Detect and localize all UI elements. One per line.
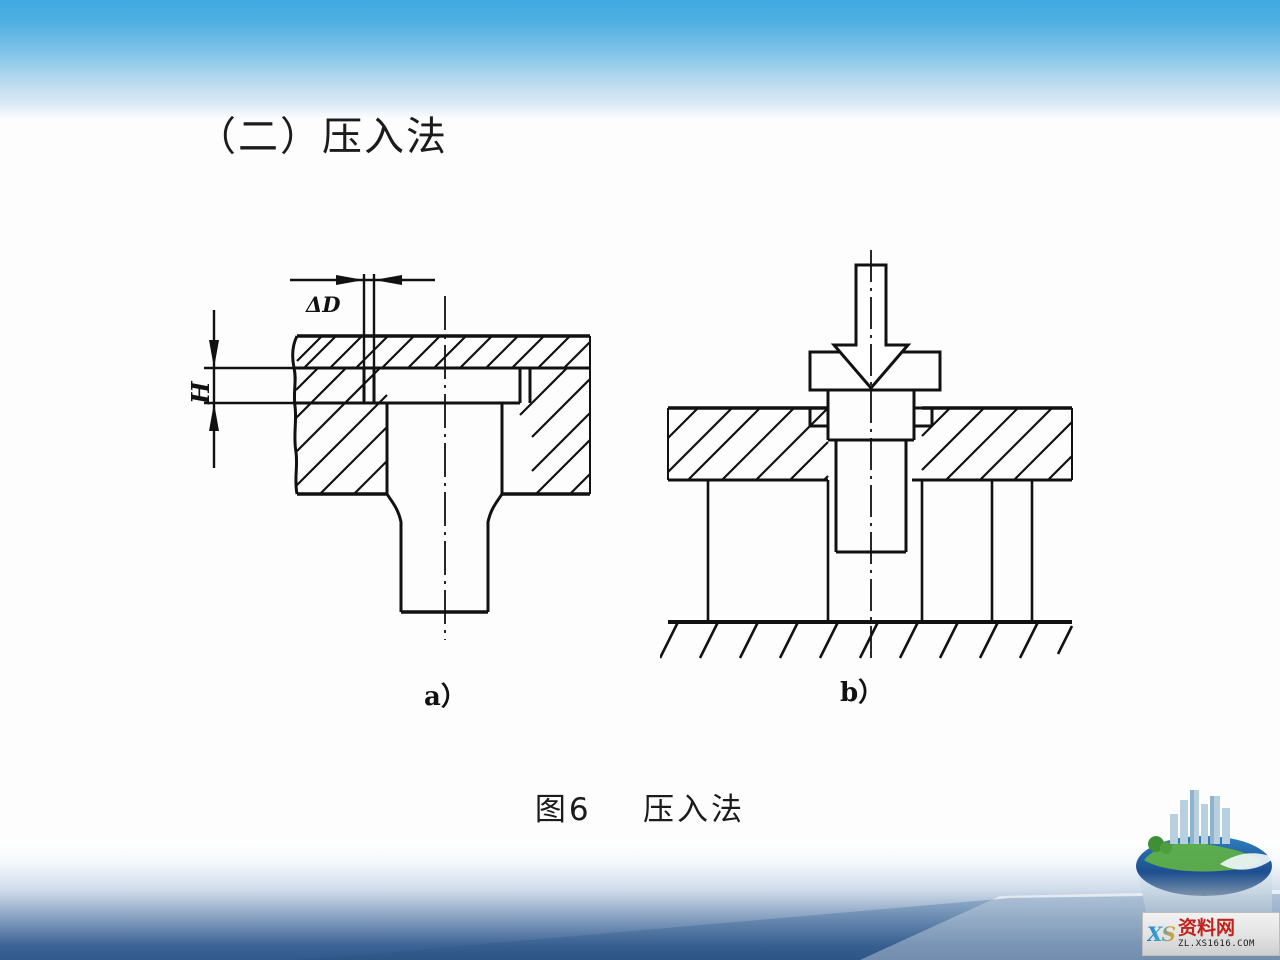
figure-caption: 图6 压入法 — [534, 792, 746, 828]
dimension-label-h: H — [186, 381, 215, 404]
slide-bottom-wave-shape — [300, 890, 1280, 960]
figure-b-drawing — [660, 250, 1074, 659]
slide-top-gradient-band — [0, 0, 1280, 120]
watermark-globe-graphic — [1136, 790, 1274, 923]
figure-sub-label-a: a） — [424, 682, 467, 712]
slide-body-background — [0, 118, 1280, 888]
watermark-badge: XS 资料网 ZL.XS1616.COM — [1142, 912, 1280, 956]
dimension-label-delta-d: ΔD — [306, 292, 341, 317]
watermark-site-name: 资料网 — [1177, 917, 1235, 939]
watermark-xs-logo: XS — [1147, 922, 1176, 946]
watermark-site-url: ZL.XS1616.COM — [1177, 939, 1255, 949]
figure-a-drawing — [204, 274, 591, 640]
slide-title: （二）压入法 — [196, 114, 448, 160]
figure-sub-label-b: b） — [840, 678, 885, 708]
